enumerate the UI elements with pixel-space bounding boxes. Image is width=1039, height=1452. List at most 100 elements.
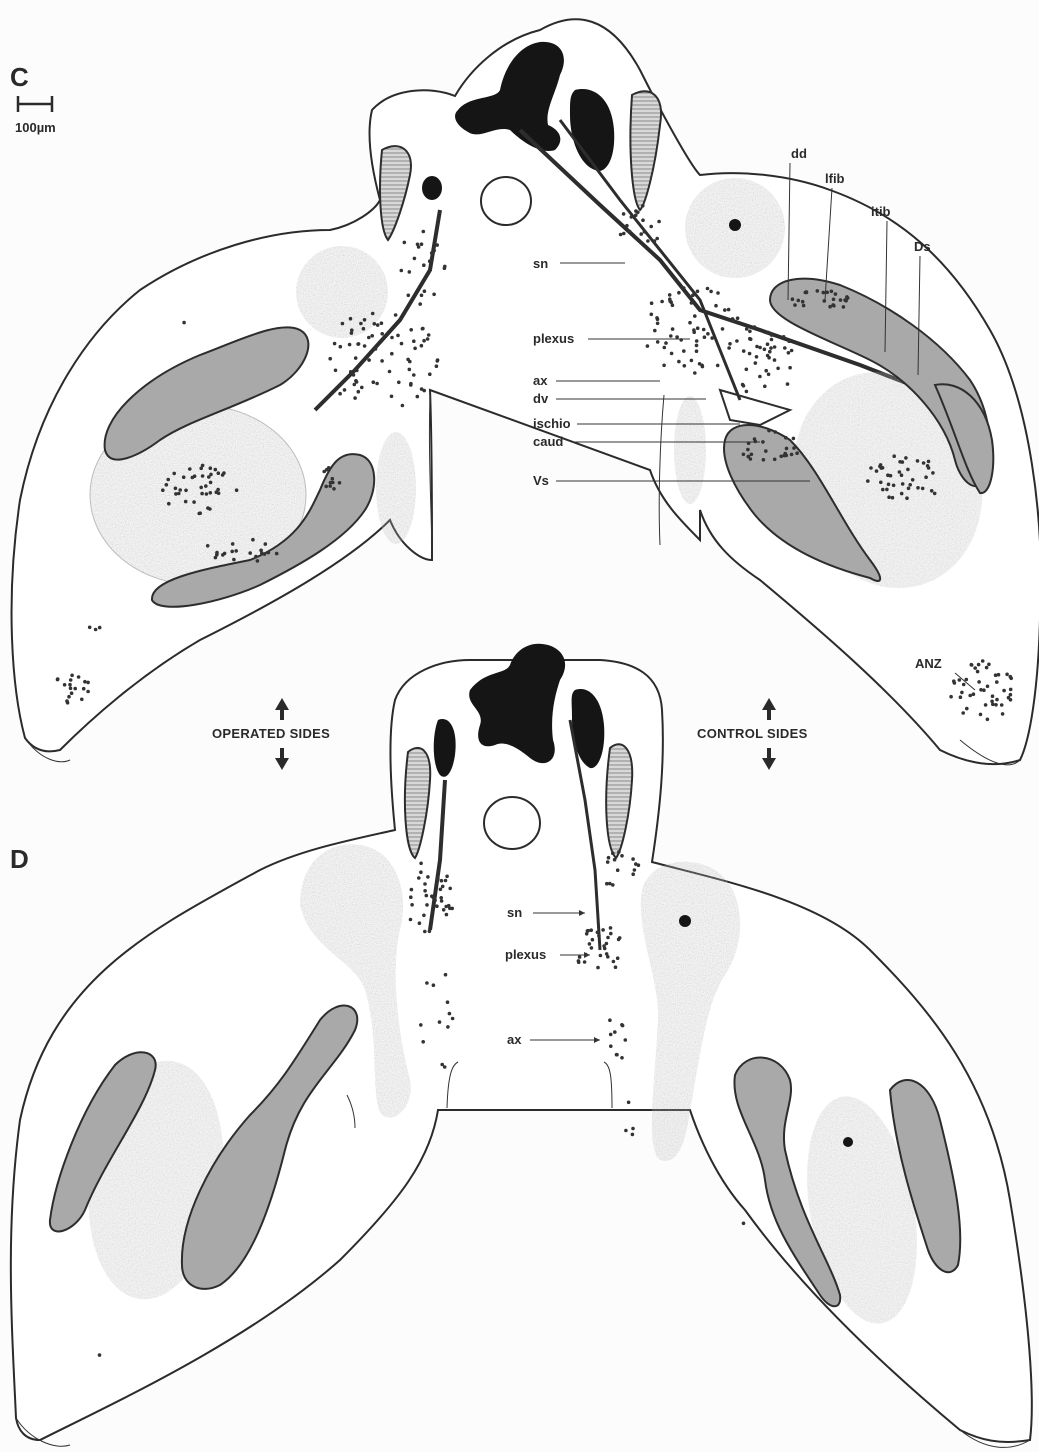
axon-dot [709, 290, 713, 294]
operated-sides-label: OPERATED SIDES [212, 726, 330, 741]
axon-dot [900, 473, 904, 477]
axon-dot [758, 346, 762, 350]
axon-dot [590, 946, 594, 950]
axon-dot [275, 552, 279, 556]
axon-dot [425, 981, 429, 985]
axon-dot [165, 483, 169, 487]
axon-dot [359, 322, 363, 326]
axon-dot [731, 317, 735, 321]
axon-dot [790, 453, 794, 457]
axon-dot [668, 297, 672, 301]
axon-dot [77, 675, 81, 679]
axon-dot [445, 875, 449, 879]
axon-dot [773, 458, 777, 462]
axon-dot [578, 955, 582, 959]
axon-dot [370, 334, 374, 338]
axon-dot [362, 327, 366, 331]
axon-dot [613, 858, 617, 862]
axon-dot [994, 703, 998, 707]
axon-dot [588, 942, 592, 946]
axon-dot [887, 483, 891, 487]
axon-dot [328, 357, 332, 361]
axon-dot [660, 300, 664, 304]
axon-dot [764, 369, 768, 373]
axon-dot [930, 489, 934, 493]
axon-dot [763, 385, 767, 389]
axon-dot [192, 500, 196, 504]
axon-dot [373, 322, 377, 326]
axon-dot [702, 328, 706, 332]
axon-dot [217, 471, 221, 475]
axon-dot [997, 673, 1001, 677]
axon-dot [223, 552, 227, 556]
axon-dot [727, 346, 731, 350]
axon-dot [755, 355, 759, 359]
axon-dot [182, 321, 186, 325]
axon-dot [396, 334, 400, 338]
axon-dot [1007, 696, 1011, 700]
axon-dot [662, 364, 666, 368]
axon-dot [390, 336, 394, 340]
axon-dot [341, 322, 345, 326]
axon-dot [609, 1044, 613, 1048]
axon-dot [762, 458, 766, 462]
panel-d-ossification-right [679, 915, 691, 927]
axon-dot [606, 860, 610, 864]
axon-dot [965, 707, 969, 711]
axon-dot [788, 366, 792, 370]
axon-dot [842, 305, 846, 309]
axon-dot [420, 242, 424, 246]
axon-dot [653, 329, 657, 333]
axon-dot [166, 478, 170, 482]
axon-dot [767, 356, 771, 360]
axon-dot [348, 343, 352, 347]
axon-dot [669, 334, 673, 338]
axon-dot [215, 551, 219, 555]
axon-dot [613, 1030, 617, 1034]
axon-dot [419, 1023, 423, 1027]
axon-dot [968, 694, 972, 698]
operated-sides-label-group: OPERATED SIDES [212, 698, 330, 770]
axon-dot [916, 486, 920, 490]
axon-dot [901, 482, 905, 486]
axon-dot [98, 1353, 102, 1357]
axon-dot [959, 695, 963, 699]
axon-dot [428, 372, 432, 376]
axon-dot [445, 913, 449, 917]
axon-dot [792, 446, 796, 450]
axon-dot [172, 472, 176, 476]
axon-dot [214, 468, 218, 472]
axon-dot [380, 321, 384, 325]
axon-dot [352, 373, 356, 377]
axon-dot [906, 468, 910, 472]
axon-dot [624, 1129, 628, 1133]
axon-dot [412, 339, 416, 343]
axon-dot [620, 1023, 624, 1027]
axon-dot [209, 491, 213, 495]
axon-dot [804, 291, 808, 295]
axon-dot [828, 305, 832, 309]
axon-dot [83, 680, 87, 684]
axon-dot [690, 359, 694, 363]
axon-dot [416, 395, 420, 399]
axon-dot [742, 384, 746, 388]
axon-dot [353, 396, 357, 400]
axon-dot [425, 903, 429, 907]
axon-dot [418, 302, 422, 306]
axon-dot [639, 232, 643, 236]
axon-dot [675, 335, 679, 339]
axon-dot [422, 389, 426, 393]
axon-dot [403, 241, 407, 245]
axon-dot [349, 317, 353, 321]
axon-dot [380, 332, 384, 336]
axon-dot [761, 440, 765, 444]
axon-dot [1005, 673, 1009, 677]
axon-dot [67, 695, 71, 699]
label-c-dd: dd [791, 146, 807, 161]
axon-dot [900, 492, 904, 496]
axon-dot [696, 290, 700, 294]
axon-dot [375, 382, 379, 386]
axon-dot [448, 1012, 452, 1016]
panel-c-notochord [481, 177, 531, 225]
